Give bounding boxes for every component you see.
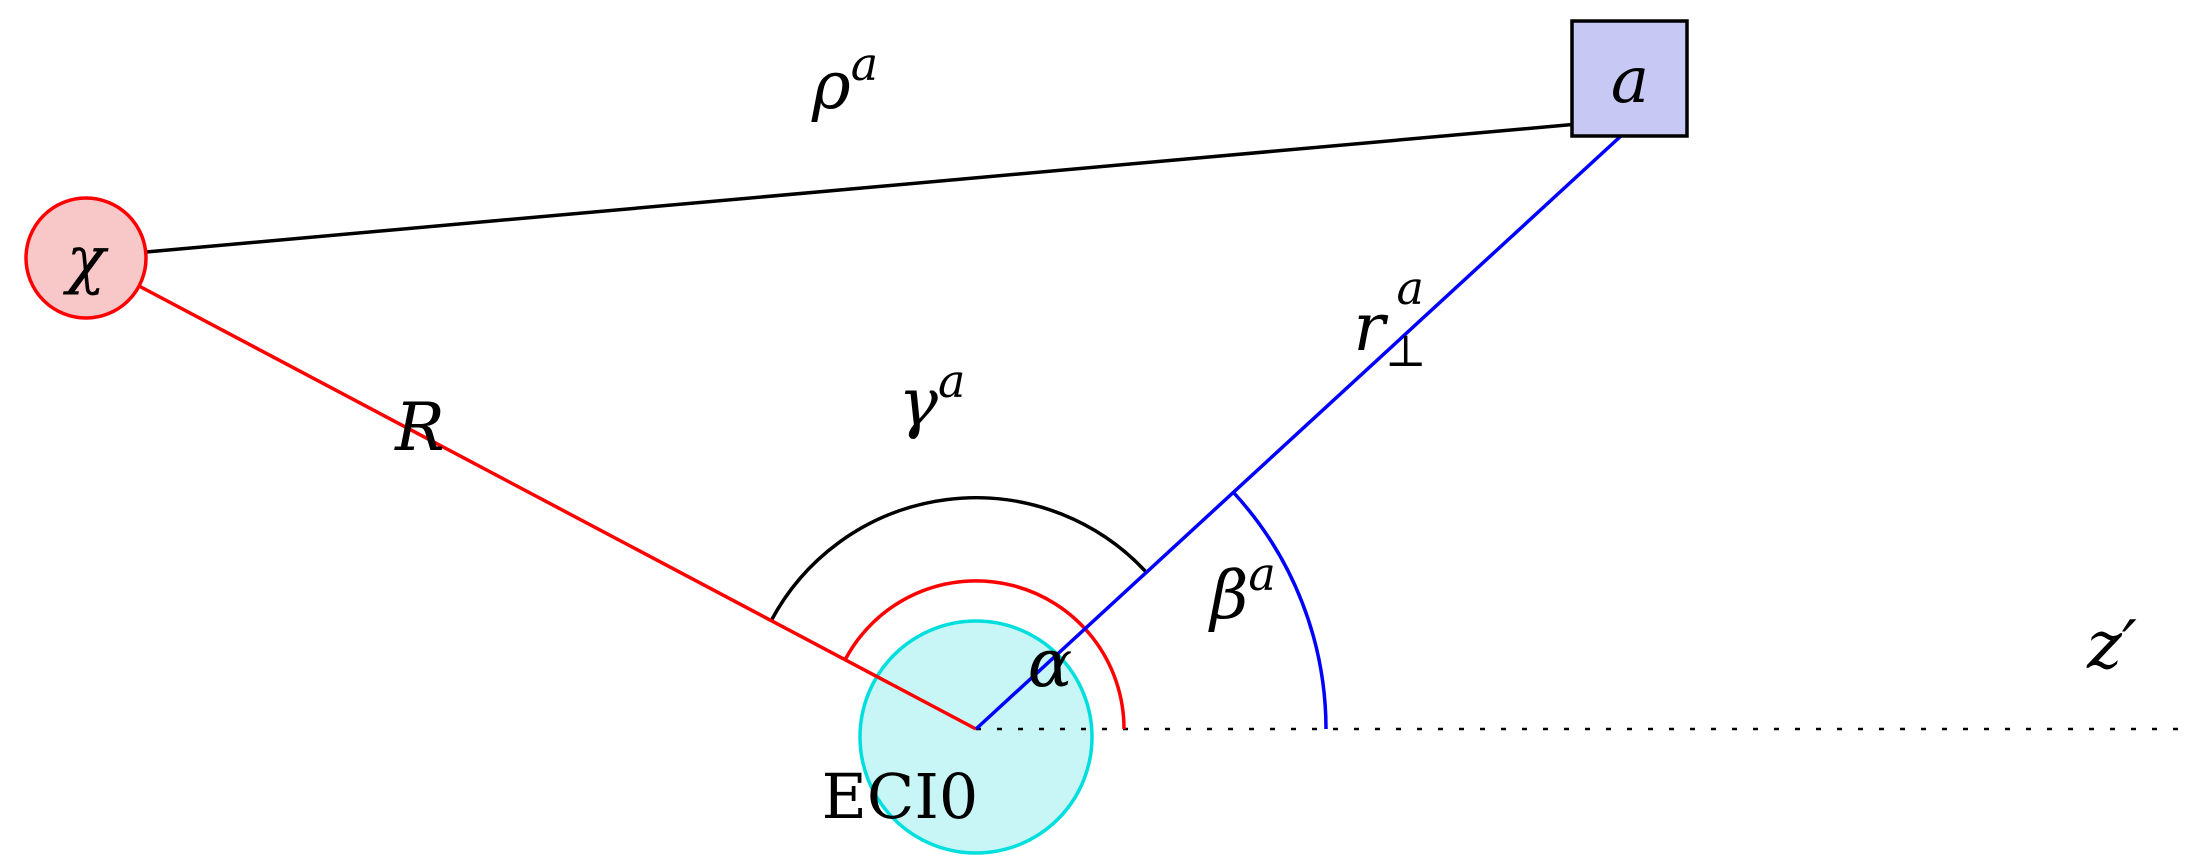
gamma-label: γa (899, 354, 966, 441)
satellite-a-node (1570, 19, 1689, 138)
beta-arc (1232, 491, 1328, 730)
R-line (138, 284, 977, 731)
beta-label: βa (1207, 547, 1276, 634)
rho-line (145, 122, 1579, 254)
R-label: R (394, 389, 445, 466)
r-perp-label: r⊥a (1354, 261, 1427, 377)
satellite-a-label: a (1611, 44, 1649, 118)
chi-node (24, 196, 148, 320)
alpha-arc (843, 579, 1126, 730)
rho-label: ρa (811, 37, 878, 124)
alpha-label: α (1028, 625, 1073, 702)
eci0-circle (858, 619, 1094, 855)
gamma-arc (769, 495, 1149, 622)
z-prime-label: z′ (2086, 607, 2137, 684)
r-perp-line (974, 133, 1624, 731)
eci0-label: ECI0 (822, 760, 979, 833)
chi-label: χ (63, 223, 109, 297)
